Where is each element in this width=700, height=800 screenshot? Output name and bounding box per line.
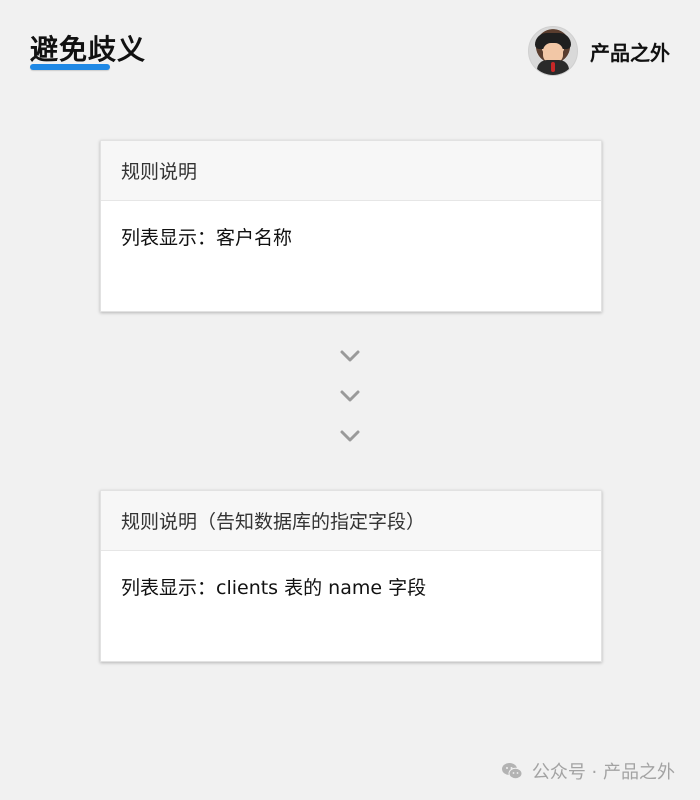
rule-card-1-body: 列表显示：客户名称 (121, 227, 293, 249)
rule-card-1-header: 规则说明 (101, 141, 601, 201)
wechat-icon (500, 759, 524, 783)
chevron-down-icon (339, 345, 361, 367)
rule-card-2: 规则说明（告知数据库的指定字段） 列表显示：clients 表的 name 字段 (100, 490, 602, 662)
wechat-footer: 公众号 · 产品之外 (500, 758, 675, 784)
chevron-down-icon (339, 425, 361, 447)
rule-card-2-body: 列表显示：clients 表的 name 字段 (121, 577, 427, 599)
transition-arrows (0, 345, 700, 460)
title-underline (30, 64, 110, 70)
brand-name: 产品之外 (590, 40, 670, 65)
avatar-face (543, 43, 563, 63)
footer-text: 公众号 · 产品之外 (531, 762, 675, 783)
avatar-tie (551, 62, 555, 72)
chevron-down-icon (339, 385, 361, 407)
rule-card-2-header: 规则说明（告知数据库的指定字段） (101, 491, 601, 551)
rule-card-1: 规则说明 列表显示：客户名称 (100, 140, 602, 312)
page-title: 避免歧义 (30, 33, 147, 66)
brand: 产品之外 (528, 26, 670, 76)
avatar (528, 26, 578, 76)
